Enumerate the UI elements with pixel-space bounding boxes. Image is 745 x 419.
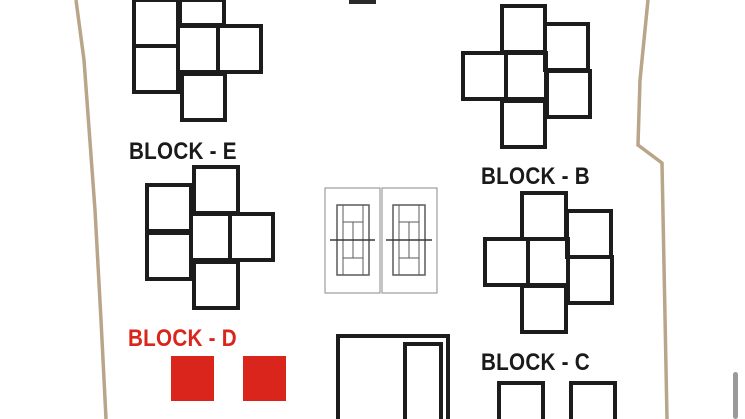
central-building-inner xyxy=(403,342,443,419)
tennis-courts[interactable] xyxy=(324,187,438,294)
central-building[interactable] xyxy=(336,334,450,419)
block-c-label[interactable]: BLOCK - C xyxy=(481,349,590,376)
block-b-building xyxy=(500,4,547,54)
site-boundary-right xyxy=(636,0,669,419)
block-e-label[interactable]: BLOCK - E xyxy=(129,138,237,165)
block-b-building xyxy=(545,69,592,119)
top-structure xyxy=(349,0,376,4)
block-building xyxy=(483,237,530,287)
block-c-buildings[interactable] xyxy=(497,381,617,419)
block-building xyxy=(566,255,614,305)
block-d-building xyxy=(171,356,214,401)
block-d-buildings[interactable] xyxy=(171,356,286,401)
block-d-label[interactable]: BLOCK - D xyxy=(128,325,237,352)
block-e-building xyxy=(178,0,226,27)
block-building xyxy=(565,209,613,259)
block-building xyxy=(520,191,568,241)
vertical-scrollbar[interactable] xyxy=(733,372,738,419)
block-building xyxy=(526,237,570,287)
block-building xyxy=(189,212,232,262)
block-b-lower-buildings[interactable] xyxy=(483,191,614,334)
block-b-building xyxy=(543,22,590,72)
site-boundary-left xyxy=(74,0,108,419)
block-b-building xyxy=(500,99,547,149)
tennis-court-icon xyxy=(381,187,438,294)
tennis-court-icon xyxy=(324,187,381,294)
block-b-upper-buildings[interactable] xyxy=(461,4,592,149)
block-building xyxy=(520,284,568,334)
block-building xyxy=(192,165,240,215)
block-building xyxy=(228,212,275,262)
block-e-lower-buildings[interactable] xyxy=(145,165,275,310)
block-e-building xyxy=(176,24,220,74)
block-b-label[interactable]: BLOCK - B xyxy=(481,163,590,190)
block-d-building xyxy=(243,356,286,401)
block-e-building xyxy=(132,44,180,94)
block-c-building xyxy=(569,381,617,419)
block-c-building xyxy=(497,381,545,419)
block-e-building xyxy=(216,24,263,74)
block-e-building xyxy=(180,72,227,122)
block-building xyxy=(145,231,193,281)
block-e-building xyxy=(132,0,180,48)
block-building xyxy=(145,183,193,233)
block-building xyxy=(192,260,240,310)
block-b-building xyxy=(504,51,548,101)
block-e-buildings[interactable] xyxy=(132,0,263,122)
block-b-building xyxy=(461,51,508,101)
central-building-outline xyxy=(336,334,450,419)
